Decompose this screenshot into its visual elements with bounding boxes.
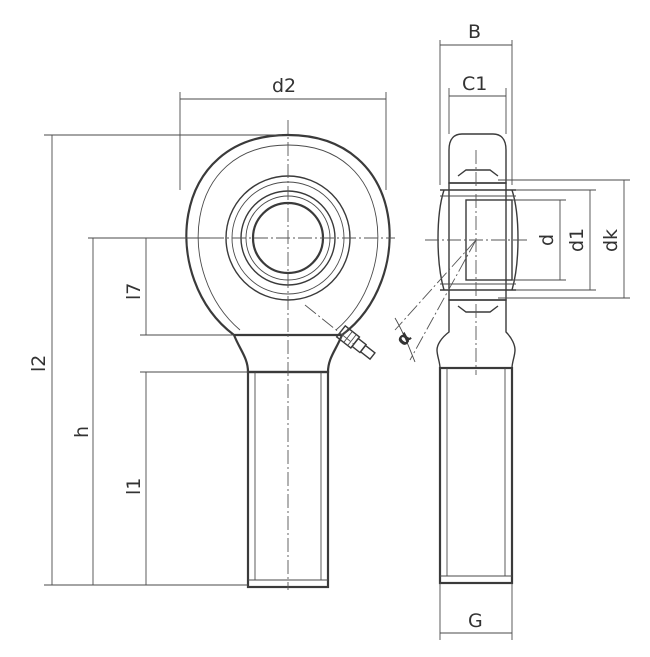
outer-ring-section <box>448 182 507 301</box>
label-G: G <box>468 610 483 632</box>
ball-section <box>437 189 445 291</box>
label-d: d <box>536 234 558 246</box>
label-C1: C1 <box>462 73 487 95</box>
label-B: B <box>468 21 481 43</box>
shank-side <box>438 366 514 585</box>
grease-nipple <box>335 324 376 361</box>
nipple-axis <box>304 304 356 346</box>
label-d1: d1 <box>566 228 588 252</box>
housing-top-section <box>448 133 507 184</box>
label-l2: l2 <box>28 355 50 372</box>
label-l7: l7 <box>123 283 145 300</box>
label-d2: d2 <box>272 75 296 97</box>
label-h: h <box>71 426 93 438</box>
head-outline <box>185 133 391 337</box>
label-dk: dk <box>600 229 622 252</box>
label-l1: l1 <box>123 478 145 495</box>
front-view <box>185 120 395 590</box>
front-dimensions: d2 l2 h l7 l1 <box>28 75 387 586</box>
section-view <box>394 133 530 585</box>
label-alpha: α <box>392 327 416 350</box>
